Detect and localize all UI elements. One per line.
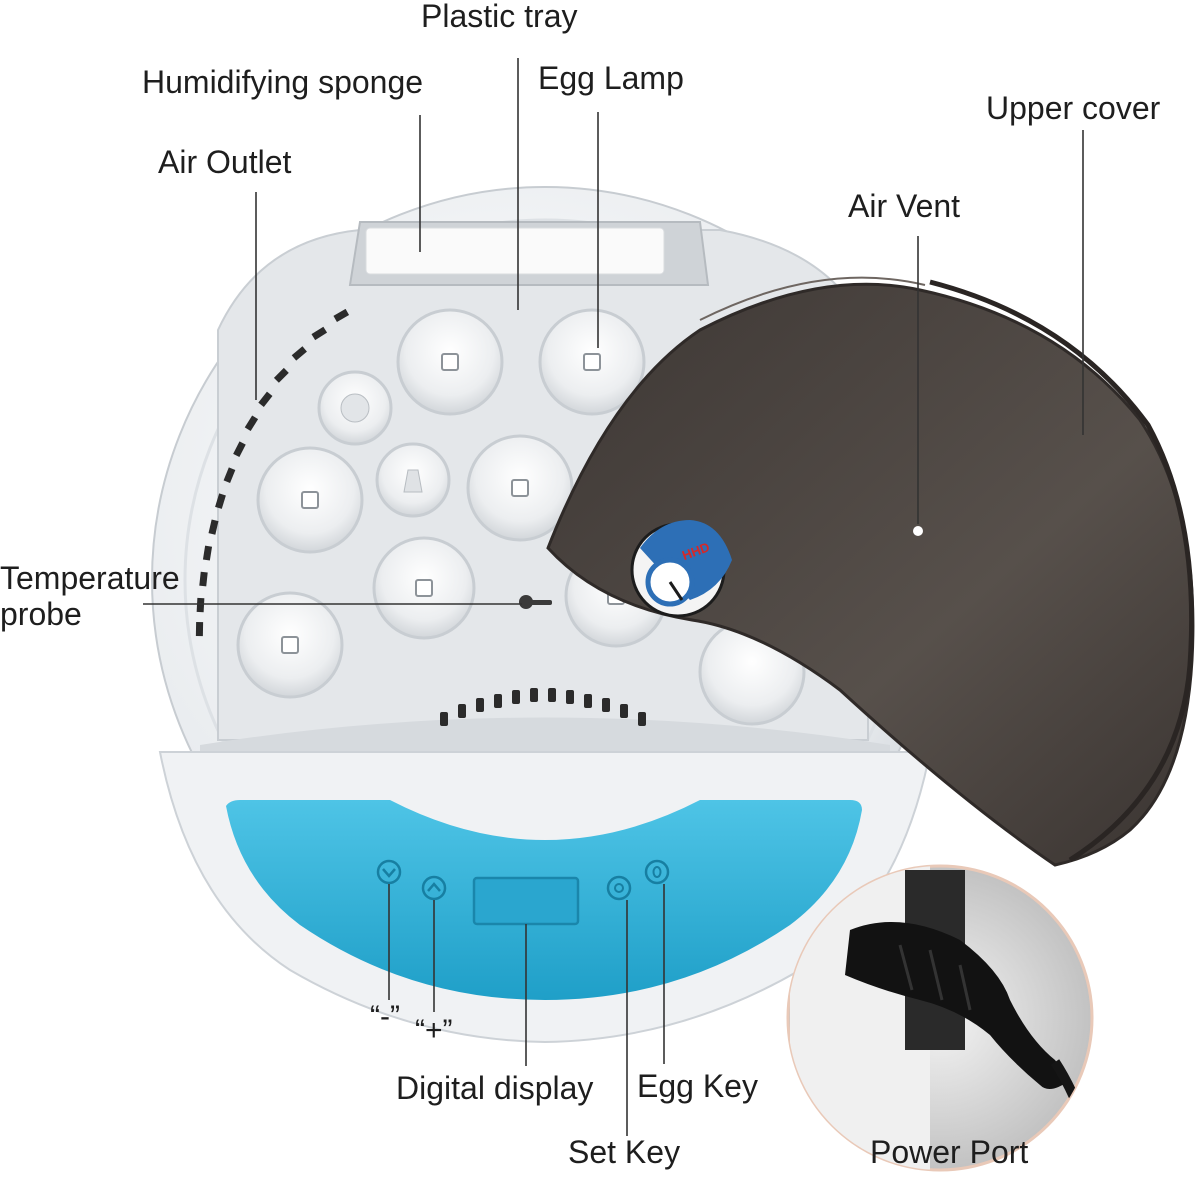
digital-display-screen [472,876,580,926]
label-upper-cover: Upper cover [986,90,1161,126]
bottom-vent-slots [440,688,646,726]
minus-button-icon [376,859,402,885]
egg-cup [466,434,574,542]
egg-cup [538,308,646,416]
set-button-icon [606,875,632,901]
egg-lamp-led-icon [511,479,529,497]
egg-cup [396,308,504,416]
label-temperature-probe-line1: Temperature [0,560,180,596]
egg-cup-empty [375,442,451,518]
label-minus-key: “-” [370,1000,400,1033]
label-plastic-tray: Plastic tray [421,0,578,34]
egg-cups [236,308,806,726]
egg-button-icon [644,859,670,885]
egg-button[interactable] [644,859,670,885]
power-port-inset [786,864,1094,1172]
label-air-outlet: Air Outlet [158,144,292,180]
label-temperature-probe-line2: probe [0,596,82,632]
control-panel [158,751,932,1044]
label-egg-lamp: Egg Lamp [538,60,684,96]
egg-lamp-led-icon [301,491,319,509]
label-egg-key: Egg Key [637,1068,758,1104]
temperature-probe [519,595,552,609]
set-button[interactable] [606,875,632,901]
label-humidifying-sponge: Humidifying sponge [142,64,424,100]
egg-lamp-led-icon [281,636,299,654]
label-air-vent: Air Vent [848,188,961,224]
air-vent-hole [913,526,923,536]
label-power-port: Power Port [870,1134,1029,1170]
egg-cup [236,591,344,699]
label-set-key: Set Key [568,1134,681,1170]
label-digital-display: Digital display [396,1070,594,1106]
logo-icon: HHD [630,520,732,618]
plus-button-icon [421,875,447,901]
egg-lamp-led-icon [415,579,433,597]
egg-cup-empty [317,370,393,446]
egg-lamp-led-icon [583,353,601,371]
egg-cup [256,446,364,554]
plus-button[interactable] [421,875,447,901]
humidifying-sponge [348,221,710,286]
upper-cover: HHD [546,276,1195,867]
air-outlet-slots [195,308,350,637]
egg-lamp-led-icon [441,353,459,371]
label-plus-key: “+” [415,1014,453,1047]
leader-lines [143,58,1084,1136]
egg-cup [372,536,476,640]
minus-button[interactable] [376,859,402,885]
